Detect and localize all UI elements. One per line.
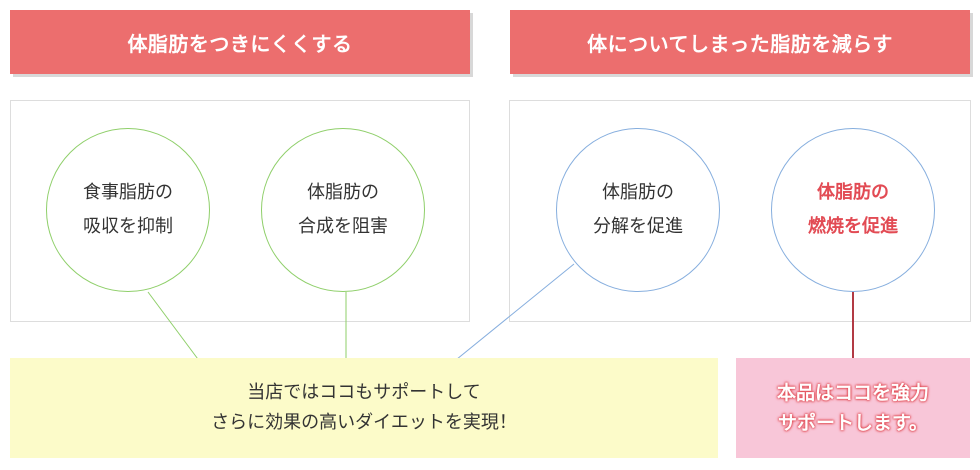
circle-line: 吸収を抑制 bbox=[83, 216, 173, 237]
header-reduce-existing-fat: 体についてしまった脂肪を減らす bbox=[510, 10, 970, 74]
circle-line: 分解を促進 bbox=[593, 216, 683, 237]
circle-line: 食事脂肪の bbox=[83, 182, 173, 203]
circle-inhibit-fat-synthesis: 体脂肪の 合成を阻害 bbox=[261, 128, 425, 292]
summary-line: さらに効果の高いダイエットを実現！ bbox=[211, 412, 517, 433]
header-reduce-fat-gain: 体脂肪をつきにくくする bbox=[10, 10, 470, 74]
product-line: サポートします。 bbox=[777, 412, 929, 434]
header-right-label: 体についてしまった脂肪を減らす bbox=[587, 31, 893, 56]
circle-line: 体脂肪の bbox=[307, 182, 379, 203]
summary-line: 当店ではココもサポートして bbox=[247, 382, 481, 403]
summary-box: 当店ではココもサポートして さらに効果の高いダイエットを実現！ bbox=[10, 358, 718, 458]
circle-line: 燃焼を促進 bbox=[808, 216, 898, 237]
product-line: 本品はココを強力 bbox=[776, 382, 929, 404]
circle-line: 合成を阻害 bbox=[298, 216, 388, 237]
circle-promote-fat-breakdown: 体脂肪の 分解を促進 bbox=[556, 128, 720, 292]
header-left-label: 体脂肪をつきにくくする bbox=[127, 31, 353, 56]
circle-line: 体脂肪の bbox=[602, 182, 674, 203]
product-support-box: 本品はココを強力 サポートします。 bbox=[736, 358, 970, 458]
circle-promote-fat-burning: 体脂肪の 燃焼を促進 bbox=[771, 128, 935, 292]
circle-inhibit-fat-absorption: 食事脂肪の 吸収を抑制 bbox=[46, 128, 210, 292]
circle-line: 体脂肪の bbox=[817, 182, 889, 203]
